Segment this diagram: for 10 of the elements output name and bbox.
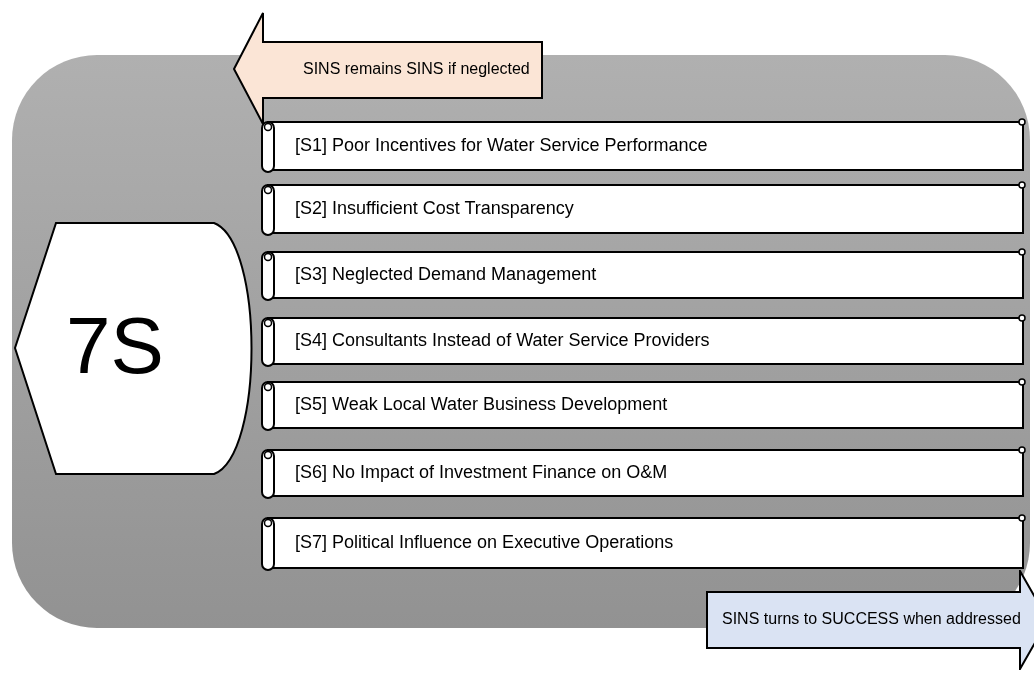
arrow-label: SINS remains SINS if neglected [303, 60, 530, 78]
scroll-label: [S5] Weak Local Water Business Development [295, 394, 668, 415]
scroll-label: [S7] Political Influence on Executive Operations [295, 532, 674, 553]
hexagon-label: 7S [66, 300, 164, 392]
arrow-label: SINS turns to SUCCESS when addressed [722, 610, 1021, 628]
scroll-label: [S4] Consultants Instead of Water Service Providers [295, 330, 710, 351]
scroll-label: [S2] Insufficient Cost Transparency [295, 198, 574, 219]
scroll-label: [S3] Neglected Demand Management [295, 264, 597, 285]
scroll-label: [S6] No Impact of Investment Finance on O&M [295, 462, 668, 483]
scroll-label: [S1] Poor Incentives for Water Service Performance [295, 135, 708, 156]
